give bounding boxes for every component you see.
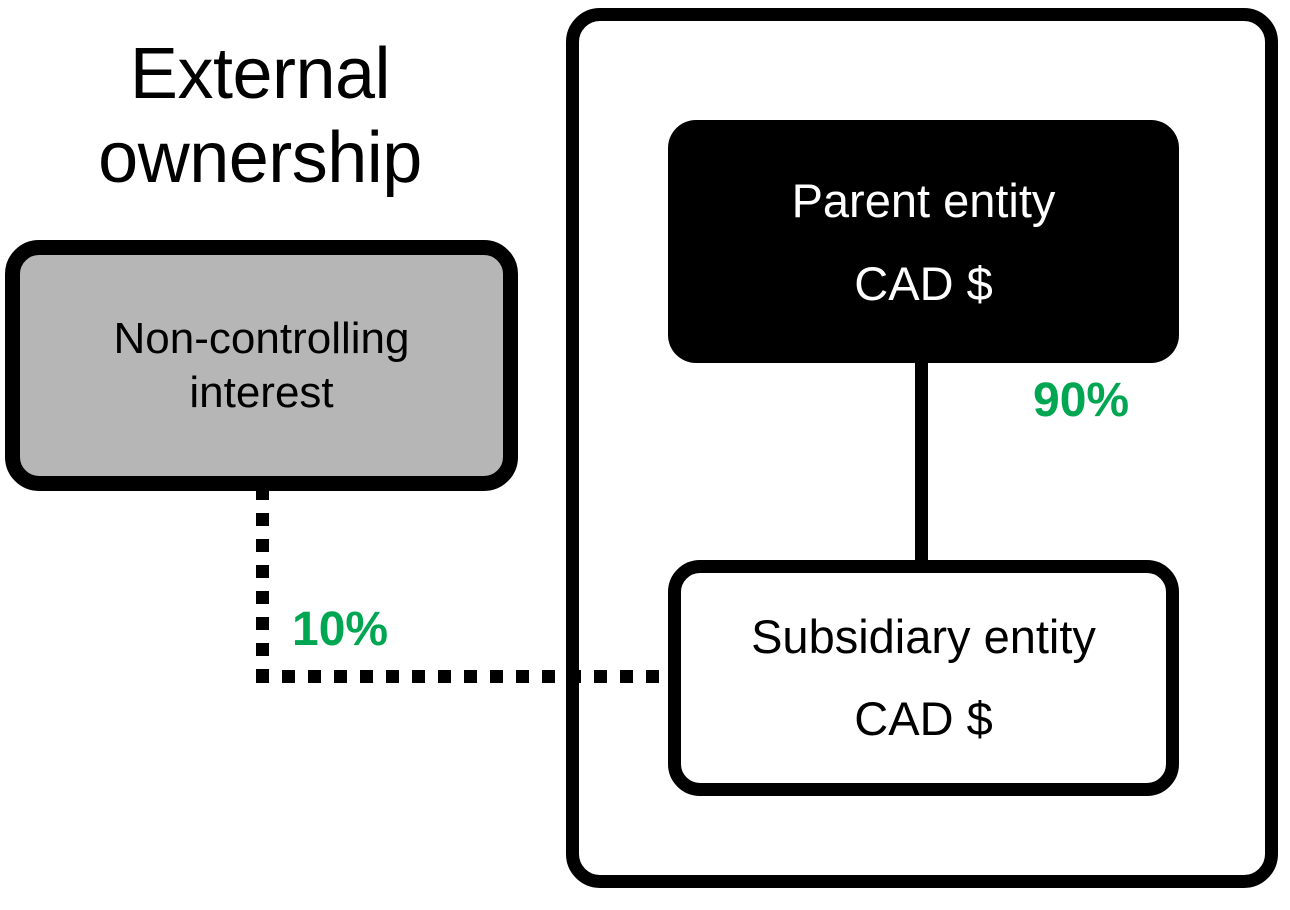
ownership-percentage-10: 10% (292, 603, 389, 656)
external-ownership-title-line-2: ownership (98, 118, 422, 198)
subsidiary-entity-currency: CAD $ (854, 692, 993, 745)
subsidiary-entity-label: Subsidiary entity (751, 610, 1096, 663)
subsidiary-entity-node[interactable]: Subsidiary entity CAD $ (668, 560, 1179, 796)
parent-entity-currency: CAD $ (854, 256, 993, 310)
non-controlling-interest-label-line-2: interest (189, 367, 334, 417)
nci-to-subsidiary-connector-horizontal (256, 670, 674, 683)
ownership-percentage-90: 90% (1033, 374, 1130, 427)
parent-entity-node[interactable]: Parent entity CAD $ (668, 120, 1179, 363)
external-ownership-title-line-1: External (129, 34, 391, 114)
non-controlling-interest-node[interactable]: Non-controlling interest (5, 240, 518, 491)
external-ownership-title: External ownership (0, 32, 520, 200)
parent-entity-label: Parent entity (791, 173, 1056, 227)
non-controlling-interest-label-line-1: Non-controlling (113, 313, 410, 363)
group-container-left-border-overlay (566, 560, 579, 760)
parent-to-subsidiary-connector (915, 356, 928, 566)
nci-to-subsidiary-connector-vertical (256, 487, 269, 683)
